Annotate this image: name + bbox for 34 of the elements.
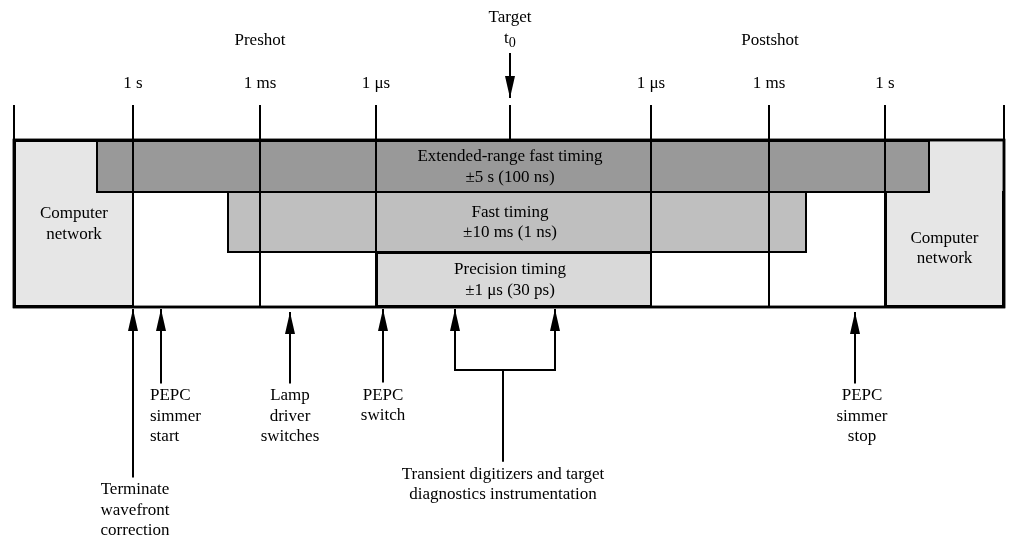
tick-label: 1 μs — [636, 73, 666, 93]
tick-label: 1 ms — [243, 73, 277, 93]
network-box — [885, 191, 1004, 307]
arrow — [850, 311, 860, 385]
arrow — [285, 311, 295, 385]
arrow — [156, 308, 166, 385]
arrow — [378, 308, 388, 384]
tick-label: 1 ms — [752, 73, 786, 93]
bar-label: Fast timing — [471, 201, 549, 222]
tick-label: 1 s — [123, 73, 143, 93]
bar-label: Precision timing — [454, 259, 566, 280]
arrow — [128, 308, 138, 479]
annotation-label: PEPC simmer start — [150, 383, 230, 449]
annotation-label: Terminate wavefront correction — [80, 474, 190, 546]
bar-label: ±10 ms (1 ns) — [463, 222, 557, 243]
annotation-label: Lamp driver switches — [252, 383, 328, 449]
bar-label: Extended-range fast timing — [417, 146, 603, 167]
annotation-label: PEPC simmer stop — [822, 383, 902, 449]
bar-label: ±5 s (100 ns) — [465, 166, 555, 187]
bar-label: ±1 μs (30 ps) — [465, 279, 555, 300]
arrow — [502, 308, 560, 463]
phase-label: Postshot — [741, 30, 799, 50]
timing-range-bar — [227, 191, 807, 253]
annotation-label: Target t$_{0}$ — [485, 2, 535, 56]
annotation-label: Transient digitizers and target diagnostics instrumentation — [398, 450, 608, 518]
annotation-label: PEPC switch — [345, 383, 421, 427]
timing-range-bar — [96, 140, 930, 193]
box-label: Computer network — [39, 203, 109, 244]
tick-label: 1 μs — [361, 73, 391, 93]
arrow — [505, 51, 515, 99]
phase-label: Preshot — [234, 30, 286, 50]
box-label: Computer network — [909, 227, 980, 269]
tick-label: 1 s — [875, 73, 895, 93]
timing-range-bar — [376, 252, 652, 307]
